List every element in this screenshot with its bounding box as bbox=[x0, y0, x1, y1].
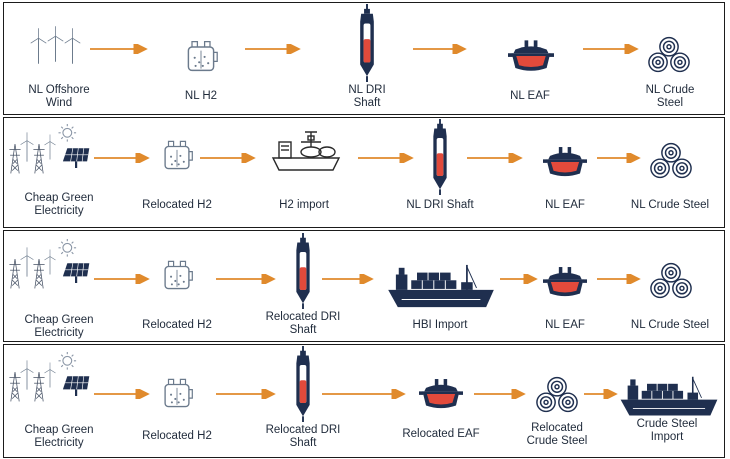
label-crude-steel-import: Crude Steel Import bbox=[636, 418, 698, 443]
arrow-right-icon bbox=[200, 153, 256, 163]
electric-arc-furnace-icon bbox=[543, 147, 587, 177]
arrow-right-icon bbox=[584, 389, 618, 399]
steel-coils-icon bbox=[648, 36, 690, 73]
electrolyser-icon bbox=[164, 260, 193, 290]
label-relocated-crude-steel: Relocated Crude Steel bbox=[526, 422, 588, 447]
arrow-right-icon bbox=[583, 44, 639, 54]
label-hbi-import: HBI Import bbox=[412, 319, 468, 331]
cargo-ship-icon bbox=[387, 264, 495, 309]
label-nl-eaf: NL EAF bbox=[545, 199, 585, 211]
arrow-right-icon bbox=[216, 389, 276, 399]
label-relocated-eaf: Relocated EAF bbox=[402, 428, 480, 440]
arrow-right-icon bbox=[467, 153, 523, 163]
scenario-row-4 bbox=[3, 344, 725, 458]
dri-shaft-icon bbox=[295, 233, 311, 309]
arrow-right-icon bbox=[90, 44, 148, 54]
label-h2-import: H2 import bbox=[279, 199, 329, 211]
dri-shaft-icon bbox=[295, 346, 311, 422]
label-nl-offshore-wind: NL Offshore Wind bbox=[28, 84, 90, 109]
label-nl-eaf: NL EAF bbox=[510, 90, 550, 102]
label-cheap-green-electricity: Cheap Green Electricity bbox=[24, 424, 94, 449]
arrow-right-icon bbox=[474, 389, 526, 399]
label-nl-crude-steel: NL Crude Steel bbox=[630, 199, 710, 211]
electric-arc-furnace-icon bbox=[419, 379, 463, 409]
arrow-right-icon bbox=[94, 389, 150, 399]
arrow-right-icon bbox=[94, 274, 150, 284]
cargo-ship-icon bbox=[620, 375, 718, 417]
label-nl-dri-shaft: NL DRI Shaft bbox=[348, 84, 386, 109]
label-cheap-green-electricity: Cheap Green Electricity bbox=[24, 314, 94, 339]
scenario-row-3 bbox=[3, 230, 725, 342]
arrow-right-icon bbox=[322, 389, 406, 399]
arrow-right-icon bbox=[245, 44, 301, 54]
label-nl-h2: NL H2 bbox=[184, 90, 218, 102]
dri-shaft-icon bbox=[359, 4, 375, 82]
steel-coils-icon bbox=[536, 376, 578, 413]
arrow-right-icon bbox=[94, 153, 150, 163]
wind-turbines-icon bbox=[30, 25, 81, 65]
label-relocated-h2: Relocated H2 bbox=[142, 319, 212, 331]
arrow-right-icon bbox=[597, 153, 641, 163]
electric-arc-furnace-icon bbox=[508, 40, 554, 71]
label-relocated-h2: Relocated H2 bbox=[142, 199, 212, 211]
electrolyser-icon bbox=[164, 378, 193, 408]
label-relocated-dri-shaft: Relocated DRI Shaft bbox=[265, 424, 341, 449]
grid-turbine-solar-icon bbox=[8, 124, 91, 174]
electrolyser-icon bbox=[187, 40, 218, 72]
label-relocated-h2: Relocated H2 bbox=[142, 430, 212, 442]
label-nl-crude-steel: NL Crude Steel bbox=[630, 319, 710, 331]
electric-arc-furnace-icon bbox=[543, 267, 587, 297]
label-nl-eaf: NL EAF bbox=[545, 319, 585, 331]
dri-shaft-icon bbox=[432, 119, 448, 195]
label-cheap-green-electricity: Cheap Green Electricity bbox=[24, 192, 94, 217]
arrow-right-icon bbox=[597, 274, 641, 284]
arrow-right-icon bbox=[358, 153, 414, 163]
steel-coils-icon bbox=[650, 262, 692, 299]
electrolyser-icon bbox=[164, 140, 193, 170]
arrow-right-icon bbox=[216, 274, 276, 284]
scenario-row-2 bbox=[3, 117, 725, 228]
arrow-right-icon bbox=[500, 274, 538, 284]
lh2-tanker-icon bbox=[272, 131, 340, 171]
grid-turbine-solar-icon bbox=[8, 352, 91, 402]
label-nl-dri-shaft: NL DRI Shaft bbox=[406, 199, 474, 211]
grid-turbine-solar-icon bbox=[8, 239, 91, 289]
arrow-right-icon bbox=[322, 274, 374, 284]
steel-coils-icon bbox=[650, 142, 692, 179]
label-nl-crude-steel: NL Crude Steel bbox=[645, 84, 695, 109]
arrow-right-icon bbox=[413, 44, 467, 54]
label-relocated-dri-shaft: Relocated DRI Shaft bbox=[265, 311, 341, 336]
